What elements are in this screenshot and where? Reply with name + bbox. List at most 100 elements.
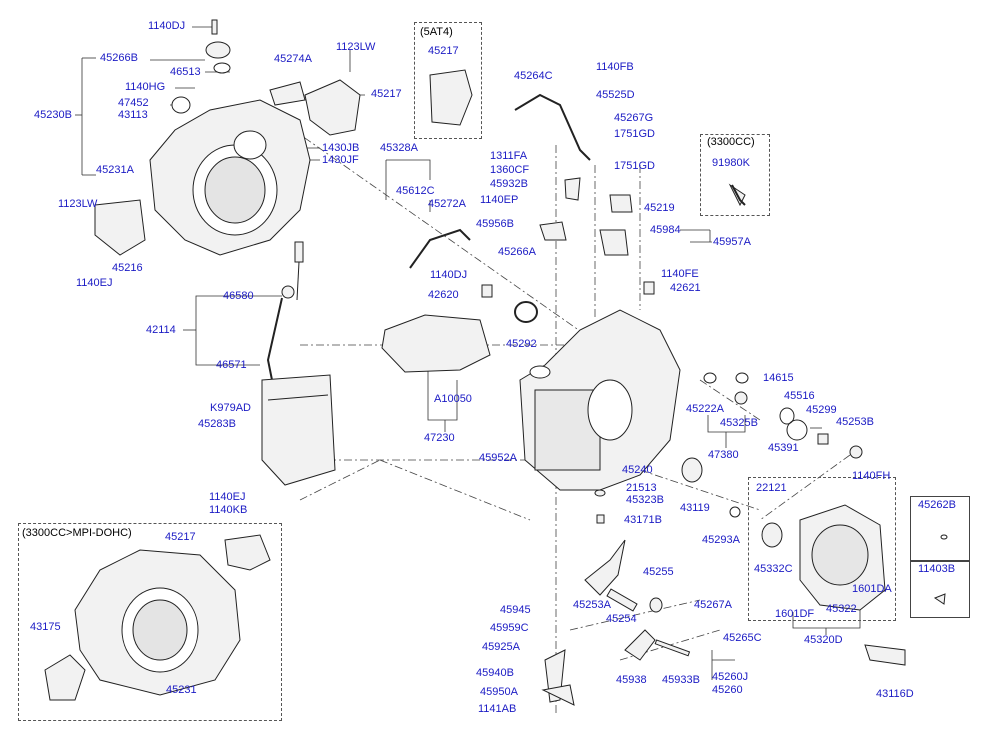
callout-45940B[interactable]: 45940B: [476, 667, 514, 679]
callout-45254[interactable]: 45254: [606, 613, 637, 625]
callout-46580[interactable]: 46580: [223, 290, 254, 302]
callout-45260[interactable]: 45260: [712, 684, 743, 696]
callout-45959C[interactable]: 45959C: [490, 622, 529, 634]
callout-1601DA[interactable]: 1601DA: [852, 583, 892, 595]
callout-45267G[interactable]: 45267G: [614, 112, 654, 124]
callout-45332C[interactable]: 45332C: [754, 563, 793, 575]
callout-45216[interactable]: 45216: [112, 262, 143, 274]
callout-1601DF[interactable]: 1601DF: [775, 608, 815, 620]
callout-45274A[interactable]: 45274A: [274, 53, 312, 65]
callout-11403B[interactable]: 11403B: [918, 563, 956, 575]
callout-1140EJ-2[interactable]: 1140EJ: [209, 491, 246, 503]
callout-45391[interactable]: 45391: [768, 442, 799, 454]
callout-1751GD[interactable]: 1751GD: [614, 128, 655, 140]
group-box-side-cover: [748, 477, 896, 621]
callout-45222A[interactable]: 45222A: [686, 403, 724, 415]
group-header-5at4: (5AT4): [420, 26, 453, 38]
callout-46571[interactable]: 46571: [216, 359, 247, 371]
callout-21513[interactable]: 21513: [626, 482, 657, 494]
callout-1751GD-2[interactable]: 1751GD: [614, 160, 655, 172]
callout-45219[interactable]: 45219: [644, 202, 675, 214]
callout-1311FA[interactable]: 1311FA: [490, 150, 528, 162]
callout-1140DJ-2[interactable]: 1140DJ: [430, 269, 468, 281]
callout-45293A[interactable]: 45293A: [702, 534, 740, 546]
callout-45253B[interactable]: 45253B: [836, 416, 874, 428]
callout-43171B[interactable]: 43171B: [624, 514, 662, 526]
callout-1140HG[interactable]: 1140HG: [125, 81, 166, 93]
callout-45217-2[interactable]: 45217: [165, 531, 196, 543]
callout-45230B[interactable]: 45230B: [34, 109, 72, 121]
callout-46513[interactable]: 46513: [170, 66, 201, 78]
callout-45231A[interactable]: 45231A: [96, 164, 134, 176]
callout-K979AD[interactable]: K979AD: [210, 402, 251, 414]
callout-1140DJ[interactable]: 1140DJ: [148, 20, 186, 32]
callout-45266B[interactable]: 45266B: [100, 52, 138, 64]
callout-1140KB[interactable]: 1140KB: [209, 504, 248, 516]
callout-45255[interactable]: 45255: [643, 566, 674, 578]
group-header-mpi: (3300CC>MPI-DOHC): [22, 527, 132, 539]
callout-1140FB[interactable]: 1140FB: [596, 61, 634, 73]
callout-43175[interactable]: 43175: [30, 621, 61, 633]
callout-45612C[interactable]: 45612C: [396, 185, 435, 197]
callout-45299[interactable]: 45299: [806, 404, 837, 416]
callout-45253A[interactable]: 45253A: [573, 599, 611, 611]
callout-45925A[interactable]: 45925A: [482, 641, 520, 653]
callout-45320D[interactable]: 45320D: [804, 634, 843, 646]
callout-43116D[interactable]: 43116D: [876, 688, 914, 700]
callout-45945[interactable]: 45945: [500, 604, 531, 616]
callout-45240[interactable]: 45240: [622, 464, 653, 476]
callout-1140EJ[interactable]: 1140EJ: [76, 277, 113, 289]
callout-43119[interactable]: 43119: [680, 502, 710, 514]
callout-45952A[interactable]: 45952A: [479, 452, 517, 464]
box-45262b: [910, 496, 970, 562]
callout-45264C[interactable]: 45264C: [514, 70, 553, 82]
callout-45328A[interactable]: 45328A: [380, 142, 418, 154]
callout-45292[interactable]: 45292: [506, 338, 537, 350]
callout-47230[interactable]: 47230: [424, 432, 455, 444]
callout-47452[interactable]: 47452: [118, 97, 149, 109]
callout-1140EP[interactable]: 1140EP: [480, 194, 519, 206]
callout-45957A[interactable]: 45957A: [713, 236, 751, 248]
callout-42621[interactable]: 42621: [670, 282, 701, 294]
callout-45984[interactable]: 45984: [650, 224, 681, 236]
callout-45516[interactable]: 45516: [784, 390, 815, 402]
callout-45262B[interactable]: 45262B: [918, 499, 956, 511]
callout-1360CF[interactable]: 1360CF: [490, 164, 530, 176]
callout-22121[interactable]: 22121: [756, 482, 787, 494]
callout-1140FH[interactable]: 1140FH: [852, 470, 891, 482]
callout-42620[interactable]: 42620: [428, 289, 459, 301]
callout-43113[interactable]: 43113: [118, 109, 148, 121]
callout-91980K[interactable]: 91980K: [712, 157, 750, 169]
callout-45260J[interactable]: 45260J: [712, 671, 749, 683]
callout-45267A[interactable]: 45267A: [694, 599, 732, 611]
oil-pan: [261, 374, 336, 486]
callout-42114[interactable]: 42114: [146, 324, 176, 336]
callout-45956B[interactable]: 45956B: [476, 218, 514, 230]
callout-45272A[interactable]: 45272A: [428, 198, 466, 210]
callout-45217-5at4[interactable]: 45217: [428, 45, 459, 57]
callout-45323B[interactable]: 45323B: [626, 494, 664, 506]
callout-45283B[interactable]: 45283B: [198, 418, 236, 430]
callout-45266A[interactable]: 45266A: [498, 246, 536, 258]
callout-47380[interactable]: 47380: [708, 449, 739, 461]
callout-1141AB[interactable]: 1141AB: [478, 703, 517, 715]
callout-45932B[interactable]: 45932B: [490, 178, 528, 190]
callout-1140FE[interactable]: 1140FE: [661, 268, 699, 280]
callout-1123LW-2[interactable]: 1123LW: [58, 198, 98, 210]
callout-14615[interactable]: 14615: [763, 372, 794, 384]
callout-A10050[interactable]: A10050: [434, 393, 472, 405]
callout-45231[interactable]: 45231: [166, 684, 197, 696]
callout-45265C[interactable]: 45265C: [723, 632, 762, 644]
callout-45938[interactable]: 45938: [616, 674, 647, 686]
callout-1430JF[interactable]: 1430JF: [322, 154, 359, 166]
callout-45217[interactable]: 45217: [371, 88, 402, 100]
callout-1430JB[interactable]: 1430JB: [322, 142, 360, 154]
callout-1123LW[interactable]: 1123LW: [336, 41, 376, 53]
callout-45950A[interactable]: 45950A: [480, 686, 518, 698]
callout-45325B[interactable]: 45325B: [720, 417, 758, 429]
group-box-3300cc: [700, 134, 770, 216]
callout-45933B[interactable]: 45933B: [662, 674, 700, 686]
callout-45525D[interactable]: 45525D: [596, 89, 635, 101]
callout-45322[interactable]: 45322: [826, 603, 857, 615]
